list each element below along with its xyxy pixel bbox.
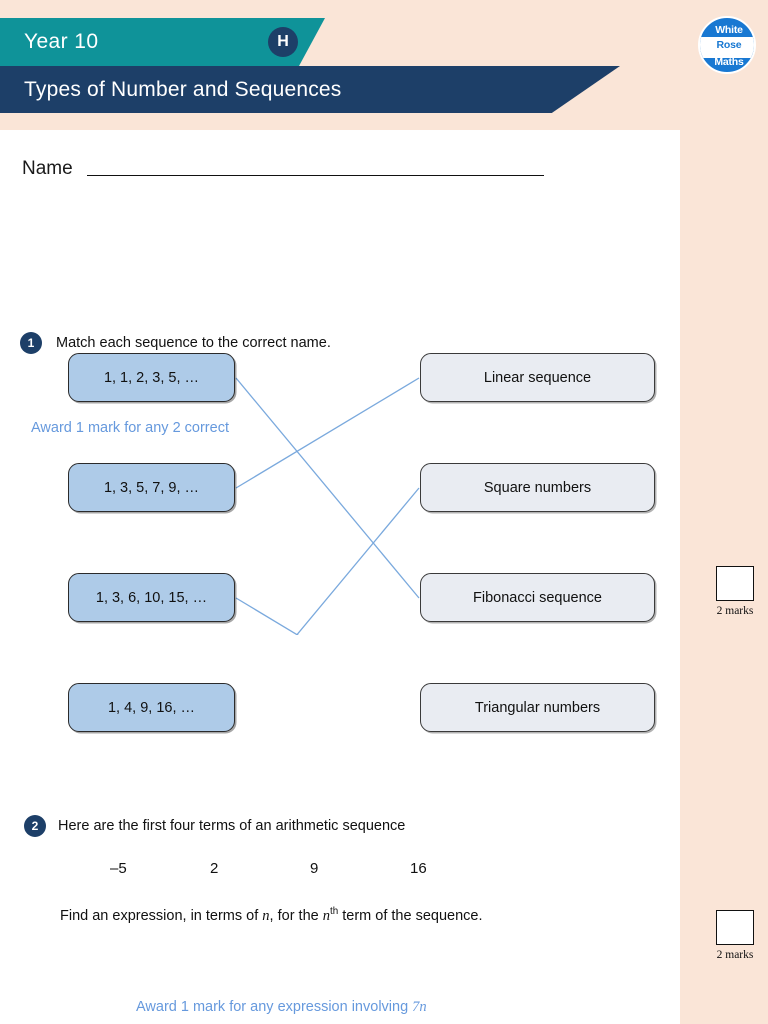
sequence-name-card[interactable]: Fibonacci sequence bbox=[420, 573, 655, 622]
year-label: Year 10 bbox=[24, 30, 99, 53]
page-header: Year 10 H Types of Number and Sequences … bbox=[0, 0, 768, 130]
question-1-prompt: Match each sequence to the correct name. bbox=[56, 335, 331, 351]
sequence-terms: –5 2 9 16 bbox=[110, 860, 510, 877]
tier-badge: H bbox=[268, 27, 298, 57]
sequence-term: 9 bbox=[310, 860, 319, 877]
annotation-expression: 7n bbox=[412, 999, 427, 1015]
white-rose-maths-logo: White Rose Maths bbox=[698, 16, 756, 74]
matching-lines bbox=[235, 377, 420, 635]
sequence-card[interactable]: 1, 4, 9, 16, … bbox=[68, 683, 235, 732]
sequence-name-card[interactable]: Triangular numbers bbox=[420, 683, 655, 732]
matching-exercise: 1, 1, 2, 3, 5, … 1, 3, 5, 7, 9, … 1, 3, … bbox=[0, 240, 680, 732]
marks-entry-box[interactable] bbox=[716, 566, 754, 601]
sequence-name-card[interactable]: Square numbers bbox=[420, 463, 655, 512]
logo-band bbox=[700, 37, 754, 58]
logo-text-maths: Maths bbox=[714, 56, 744, 68]
variable-n: n bbox=[322, 907, 330, 924]
question-2-instruction: Find an expression, in terms of n, for t… bbox=[60, 906, 483, 925]
question-2-number: 2 bbox=[24, 815, 46, 837]
name-input-line[interactable] bbox=[86, 175, 544, 176]
name-label: Name bbox=[22, 158, 73, 179]
instruction-part: , for the bbox=[269, 907, 323, 924]
marks-label: 2 marks bbox=[716, 949, 754, 961]
sequence-term: 16 bbox=[410, 860, 427, 877]
worksheet-page: Name 1 Match each sequence to the correc… bbox=[0, 130, 680, 1024]
marks-group-question-1: 2 marks bbox=[705, 566, 765, 617]
sequence-name-card[interactable]: Linear sequence bbox=[420, 353, 655, 402]
marks-entry-box[interactable] bbox=[716, 910, 754, 945]
variable-n: n bbox=[262, 907, 270, 924]
ordinal-suffix: th bbox=[330, 906, 339, 917]
logo-text-white: White bbox=[715, 24, 743, 36]
marks-label: 2 marks bbox=[716, 605, 754, 617]
instruction-part: Find an expression, in terms of bbox=[60, 907, 263, 924]
sequence-term: 2 bbox=[210, 860, 219, 877]
logo-text-rose: Rose bbox=[716, 39, 742, 51]
question-2-prompt: Here are the first four terms of an arit… bbox=[58, 818, 406, 834]
name-field: Name bbox=[22, 158, 544, 180]
annotation-text: Award 1 mark for any expression involvin… bbox=[136, 999, 413, 1015]
question-1-mark-annotation: Award 1 mark for any 2 correct bbox=[31, 420, 229, 436]
marks-group-question-2: 2 marks bbox=[705, 910, 765, 961]
sequence-card[interactable]: 1, 3, 5, 7, 9, … bbox=[68, 463, 235, 512]
title-banner: Types of Number and Sequences bbox=[0, 66, 620, 113]
sequence-card[interactable]: 1, 1, 2, 3, 5, … bbox=[68, 353, 235, 402]
page-title: Types of Number and Sequences bbox=[24, 77, 342, 101]
question-2-mark-annotation: Award 1 mark for any expression involvin… bbox=[136, 999, 427, 1016]
question-1-number: 1 bbox=[20, 332, 42, 354]
instruction-part: term of the sequence. bbox=[338, 907, 483, 924]
sequence-card[interactable]: 1, 3, 6, 10, 15, … bbox=[68, 573, 235, 622]
sequence-term: –5 bbox=[110, 860, 127, 877]
